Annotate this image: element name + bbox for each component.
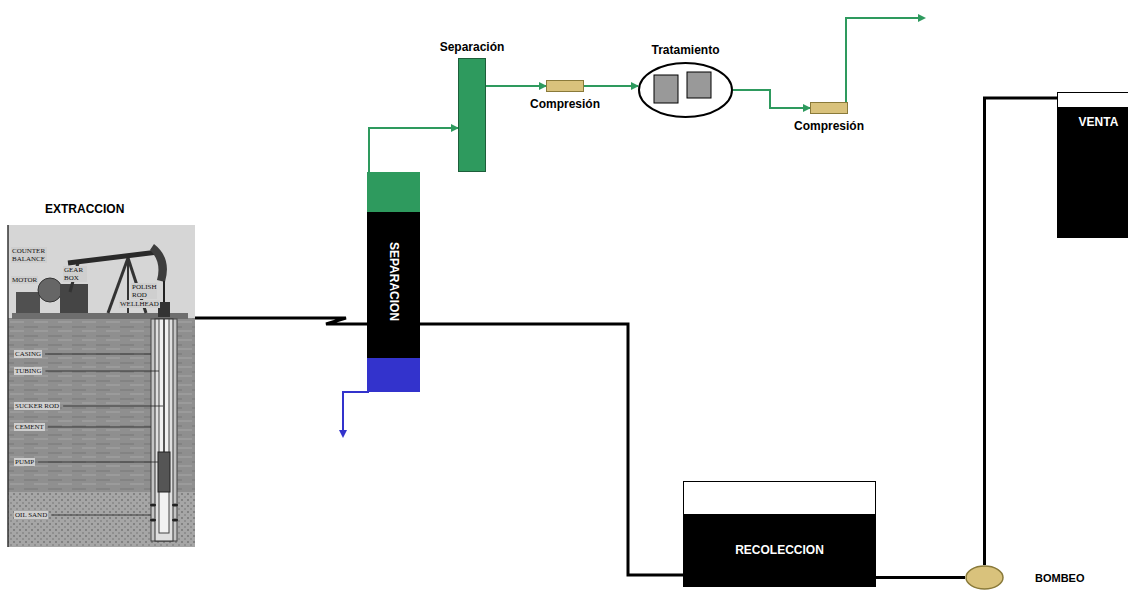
part-label: COUNTER BALANCE (11, 247, 47, 263)
part-label: CEMENT (14, 423, 45, 431)
part-label: PUMP (14, 458, 35, 466)
compressor-box: Compresión (546, 80, 584, 92)
perforation (172, 504, 178, 507)
gear-box (60, 284, 88, 313)
perforation (150, 504, 156, 507)
pump (158, 452, 170, 492)
sales-tank: VENTA (1057, 92, 1128, 238)
part-label: CASING (14, 350, 42, 358)
flow-line (733, 90, 810, 108)
pump-circle: BOMBEO (965, 565, 1004, 590)
tank-label: RECOLECCION (735, 543, 824, 557)
earth-strata (8, 318, 195, 547)
unit-label: Compresión (794, 119, 864, 133)
walking-beam (68, 252, 158, 263)
tank-label: VENTA (1058, 115, 1128, 129)
separator-tank: SEPARACION (367, 172, 420, 392)
tubing (159, 319, 169, 533)
casing (155, 319, 173, 541)
part-label: SUCKER ROD (14, 402, 60, 410)
flow-line (369, 128, 458, 172)
polish-rod (163, 281, 165, 304)
ellipse-outline (639, 63, 732, 117)
leader-line (45, 371, 159, 372)
flow-line (195, 318, 367, 324)
gas-outlet (846, 18, 924, 108)
unit-label: Separación (440, 40, 505, 54)
flow-line (985, 98, 1058, 565)
part-label: POLISH ROD (131, 283, 157, 299)
flow-line (486, 85, 546, 87)
section-heading: EXTRACCION (45, 202, 124, 216)
extraction-well: EXTRACCION (8, 225, 195, 547)
leader-line (51, 515, 151, 516)
flow-line (420, 324, 683, 575)
shape-outline (965, 565, 1004, 590)
cement (151, 319, 177, 541)
leader-line (38, 462, 158, 463)
frame-edge (7, 225, 9, 547)
vessel-icon (654, 75, 678, 103)
vessel-icon (687, 72, 711, 98)
perforation (172, 519, 178, 522)
counter-balance (38, 278, 62, 302)
gas-separator: Separación (458, 58, 486, 172)
sucker-rod (163, 319, 165, 452)
unit-label: Compresión (530, 97, 600, 111)
shape-outline (638, 62, 733, 118)
leader-line (48, 427, 151, 428)
collection-tank: RECOLECCION (683, 481, 876, 587)
treatment-ellipse: Tratamiento (638, 62, 733, 118)
part-label: TUBING (14, 367, 42, 375)
part-label: WELLHEAD (119, 300, 160, 308)
sky-ground (8, 225, 195, 318)
compressor-box: Compresión (810, 102, 848, 114)
pump-outline (966, 566, 1003, 589)
water-outlet (343, 392, 369, 436)
unit-label: Tratamiento (651, 43, 719, 57)
perforation (150, 519, 156, 522)
motor (16, 292, 40, 313)
tank-label: SEPARACION (387, 242, 401, 321)
flow-line (584, 85, 638, 87)
part-label: MOTOR (11, 276, 38, 284)
part-label: OIL SAND (14, 511, 48, 519)
flow-line (876, 576, 965, 579)
leader-line (45, 354, 151, 355)
horse-head (150, 244, 167, 282)
part-label: GEAR BOX (63, 266, 87, 282)
leader-line (63, 406, 163, 407)
unit-label: BOMBEO (1035, 572, 1085, 584)
